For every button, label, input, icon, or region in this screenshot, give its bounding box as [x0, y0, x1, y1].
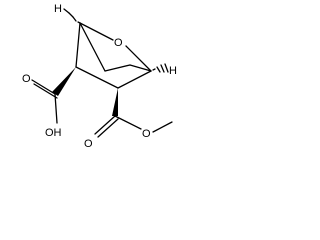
wedge-bond-acid — [52, 67, 76, 96]
atom-acid-hydroxyl: OH — [45, 127, 62, 139]
atom-h-right: H — [169, 65, 177, 77]
atom-ester-carbonyl-o: O — [84, 138, 93, 150]
bond-ester-c-o-double-1 — [94, 115, 116, 135]
bond-acid-c-o-double-2 — [33, 83, 58, 99]
atom-o-bridge: O — [114, 37, 123, 49]
bond-c5-c4 — [129, 64, 152, 72]
bond-ester-c-o — [114, 115, 142, 130]
atom-ester-o: O — [142, 128, 151, 140]
bond-c2-c3 — [75, 66, 119, 89]
bond-c6-c5 — [104, 64, 131, 72]
atom-h-left: H — [54, 3, 62, 15]
bond-c3-c4 — [117, 70, 152, 89]
bond-c1-c6 — [79, 22, 106, 72]
atom-acid-carbonyl-o: O — [22, 73, 31, 85]
bond-ester-c-o-double-2 — [97, 118, 119, 138]
bond-ester-o-methyl — [152, 121, 173, 133]
bicyclic-structure-diagram: O H H O OH O O — [22, 3, 177, 150]
wedge-bond-ester — [112, 88, 118, 116]
bond-c1-c2 — [75, 22, 81, 68]
bond-o-c4 — [125, 45, 152, 72]
bond-c1-o — [79, 22, 114, 41]
bond-acid-c-o-double-1 — [31, 79, 56, 95]
hashed-wedge-h-left — [63, 8, 81, 24]
hashed-wedge-h-right — [152, 63, 169, 73]
bond-acid-c-oh — [54, 93, 58, 124]
